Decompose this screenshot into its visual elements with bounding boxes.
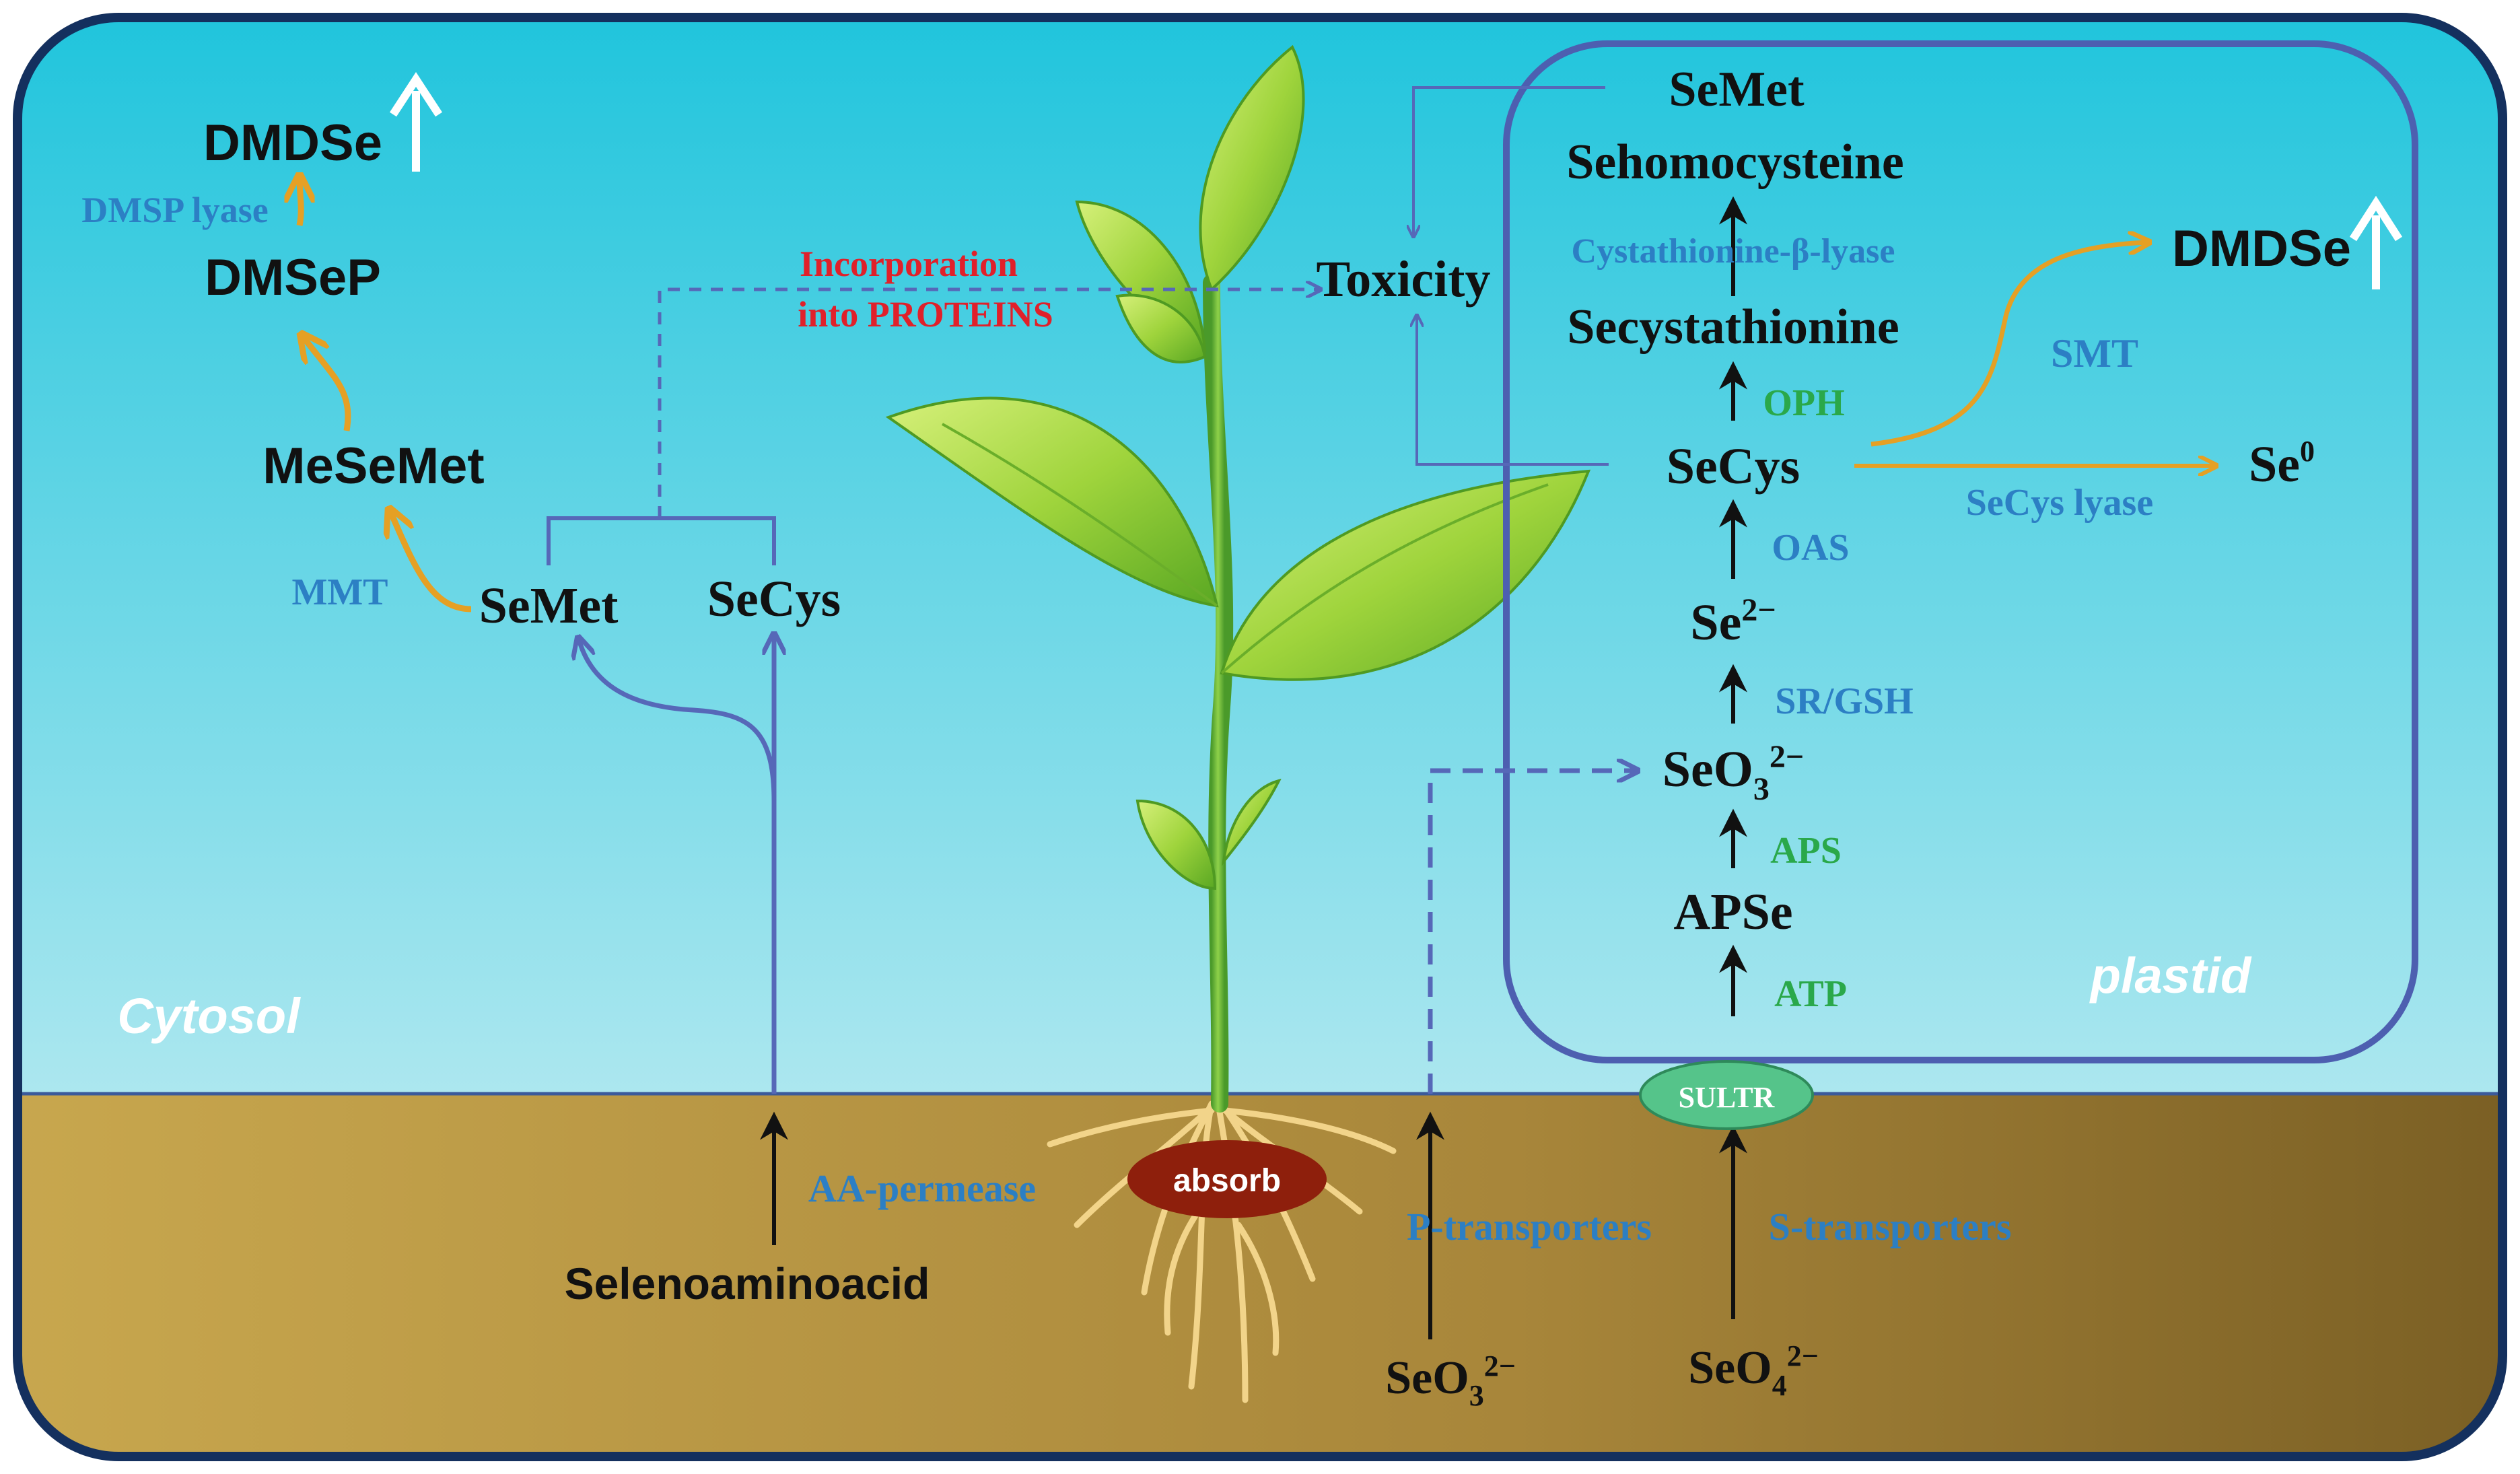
plastid-secystathionine: Secystathionine	[1567, 300, 1899, 355]
cytosol-semet: SeMet	[479, 577, 619, 634]
mmt-label: MMT	[291, 571, 388, 613]
plastid-se0: Se0	[2249, 435, 2315, 493]
smt-label: SMT	[2051, 331, 2138, 376]
mesemet-to-dmsep-arrow	[303, 337, 351, 431]
cytosol-mesemet: MeSeMet	[262, 437, 484, 495]
secys-to-dmdse-arrow	[1870, 242, 2147, 447]
oph-label: OPH	[1763, 382, 1844, 424]
incorporation-label-line2: into PROTEINS	[798, 294, 1053, 335]
cytosol-dmdse-up-arrow-icon	[389, 72, 443, 172]
plastid-label: plastid	[2089, 948, 2252, 1004]
plastid-secys-to-toxicity-connector	[1417, 316, 1609, 466]
plastid-semet: SeMet	[1669, 62, 1805, 117]
uptake-to-semet-arrow	[579, 639, 777, 802]
plastid-dmdse-up-arrow-icon	[2349, 195, 2403, 289]
cytosol-label: Cytosol	[117, 988, 301, 1044]
aps-label: APS	[1770, 830, 1842, 872]
plant-stem	[1203, 274, 1234, 1113]
plant-leaves	[885, 44, 1591, 890]
plastid-dmdse: DMDSe	[2172, 220, 2351, 277]
selenoaminoacid-label: Selenoaminoacid	[565, 1259, 930, 1308]
plastid-boundary	[1503, 40, 2418, 1063]
dmsp-lyase-label: DMSP lyase	[81, 190, 269, 230]
cytosol-secys: SeCys	[707, 571, 841, 627]
soil-selenite: SeO32−	[1385, 1349, 1516, 1412]
dmsep-to-dmdse-arrow	[300, 178, 301, 226]
plant-roots	[1047, 1100, 1397, 1403]
plastid-semet-to-toxicity-connector	[1413, 86, 1605, 236]
absorb-label: absorb	[1173, 1163, 1281, 1199]
selenite-to-plastid-dashed-arrow	[1428, 771, 1636, 1094]
sultr-label: SULTR	[1679, 1081, 1776, 1114]
outer-frame	[13, 13, 2507, 1461]
toxicity-label: Toxicity	[1317, 251, 1491, 308]
cystathionine-lyase-label: Cystathionine-β-lyase	[1572, 232, 1895, 271]
sultr-transporter-ellipse	[1639, 1060, 1814, 1130]
oas-label: OAS	[1772, 527, 1849, 569]
incorporation-dashed-arrow	[658, 289, 1319, 518]
plastid-secys: SeCys	[1667, 438, 1800, 495]
s-transporters-label: S-transporters	[1769, 1205, 2012, 1249]
absorb-ellipse	[1127, 1140, 1327, 1218]
p-transporters-label: P-transporters	[1407, 1205, 1652, 1249]
plastid-selenite: SeO32−	[1663, 739, 1804, 807]
incorporation-label-line1: Incorporation	[800, 244, 1018, 284]
sr-gsh-label: SR/GSH	[1775, 680, 1913, 722]
plastid-sehomocysteine: Sehomocysteine	[1566, 135, 1904, 190]
semet-to-mesemet-arrow	[390, 512, 472, 612]
soil-selenate: SeO42−	[1688, 1339, 1819, 1402]
plastid-selenide: Se2−	[1690, 592, 1776, 651]
plastid-apse: APSe	[1673, 884, 1792, 940]
cytosol-dmsep: DMSeP	[205, 249, 381, 306]
atp-label: ATP	[1774, 973, 1847, 1015]
secys-lyase-label: SeCys lyase	[1966, 482, 2153, 524]
aa-permease-label: AA-permease	[808, 1166, 1036, 1210]
cytosol-dmdse: DMDSe	[203, 114, 382, 172]
